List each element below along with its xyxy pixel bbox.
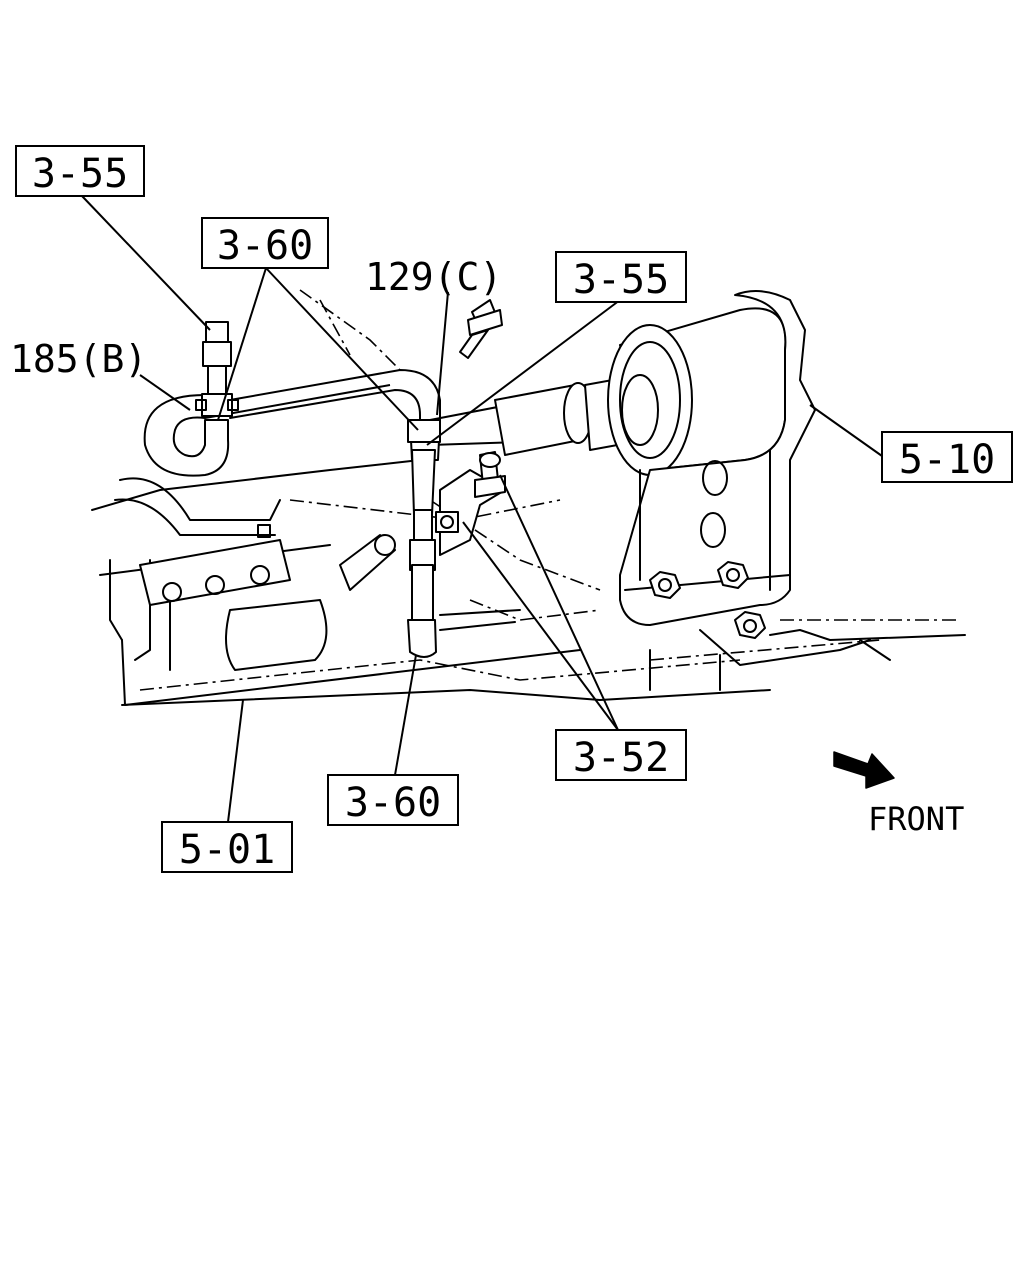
callout-label: 3-55 [573, 257, 669, 303]
callout-5-01: 5-01 [161, 821, 293, 873]
union-fitting-left [195, 321, 239, 417]
nut-icon [717, 561, 749, 589]
nut-icon [649, 571, 681, 599]
front-arrow-icon [833, 751, 895, 789]
front-label: FRONT [868, 800, 964, 838]
ref-185b-label: 185(B) [10, 337, 147, 381]
callout-label: 5-10 [899, 437, 995, 483]
callout-label: 3-55 [32, 151, 128, 197]
callout-3-60-bottom: 3-60 [327, 774, 459, 826]
clip-bracket [435, 451, 506, 556]
callout-3-55-right: 3-55 [555, 251, 687, 303]
callout-label: 3-52 [573, 735, 669, 781]
callout-label: 3-60 [217, 223, 313, 269]
leader-lines [81, 195, 883, 823]
brake-hose-assembly [143, 299, 506, 658]
nut-icon [734, 611, 766, 639]
callout-3-60-top: 3-60 [201, 217, 329, 269]
bolt-129c [459, 299, 503, 359]
ref-129c-label: 129(C) [365, 255, 502, 299]
front-direction-indicator: FRONT [833, 751, 964, 838]
callout-3-52: 3-52 [555, 729, 687, 781]
callout-3-55-top: 3-55 [15, 145, 145, 197]
frame-rail [91, 289, 771, 706]
callout-label: 3-60 [345, 780, 441, 826]
crossmember-bracket [429, 290, 966, 691]
callout-label: 5-01 [179, 827, 275, 873]
callout-5-10: 5-10 [881, 431, 1013, 483]
